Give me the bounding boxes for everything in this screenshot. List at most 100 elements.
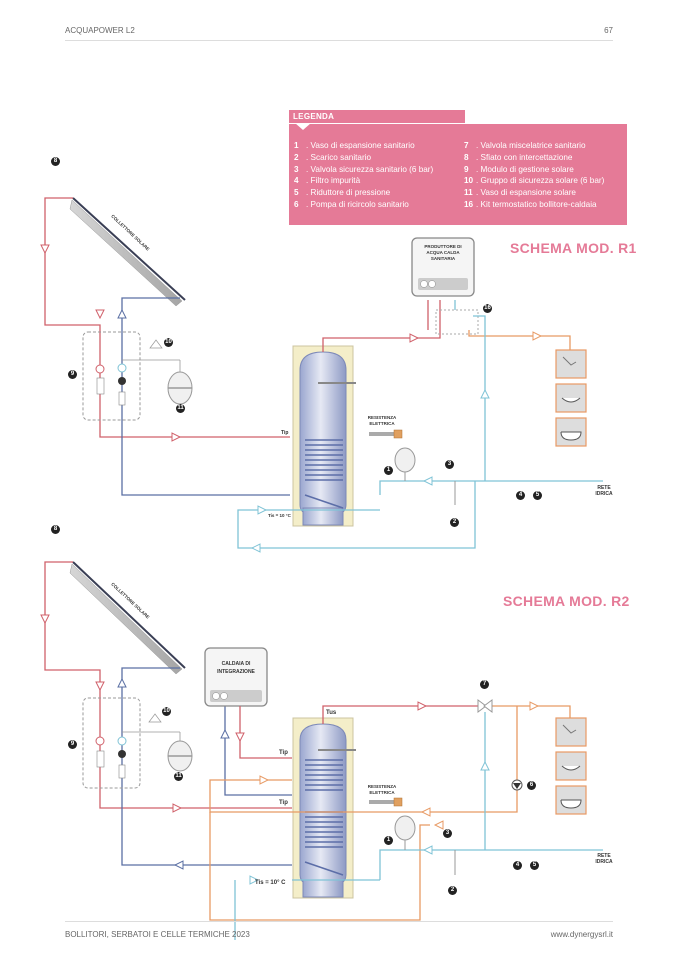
flow-arrow-icon bbox=[95, 681, 105, 692]
flow-meter-icon bbox=[96, 377, 105, 395]
tip-upper-label: Tip bbox=[279, 750, 288, 756]
fixture-bathtub-r2 bbox=[555, 785, 587, 815]
page-header: ACQUAPOWER L2 67 bbox=[65, 26, 613, 41]
dhw-expansion-vessel-r2 bbox=[394, 815, 416, 841]
legend-column-right: 7. Valvola miscelatrice sanitario 8. Sfi… bbox=[464, 140, 604, 211]
flow-regulator-icon bbox=[118, 391, 126, 406]
dhw-hot-pipe-r1 bbox=[322, 300, 441, 352]
legend-item: 16. Kit termostatico bollitore-caldaia bbox=[464, 199, 597, 209]
producer-label: PRODUTTORE DI ACQUA CALDA SANITARIA bbox=[424, 244, 462, 261]
legend-item: 11. Vaso di espansione solare bbox=[464, 188, 576, 198]
legend-item: 7. Valvola miscelatrice sanitario bbox=[464, 141, 586, 150]
resistance-label-r2: RESISTENZA ELETTRICA bbox=[367, 784, 397, 795]
solar-module-box-r1 bbox=[82, 331, 141, 421]
flow-arrow-icon bbox=[480, 388, 490, 399]
footer-left: BOLLITORI, SERBATOI E CELLE TERMICHE 202… bbox=[65, 930, 250, 939]
badge-16-r1: 16 bbox=[483, 304, 492, 313]
storage-tank-r1 bbox=[292, 345, 356, 527]
legend-item: 10. Gruppo di sicurezza solare (6 bar) bbox=[464, 176, 605, 186]
fixture-sink-r1 bbox=[555, 383, 587, 413]
badge-6-r2: 6 bbox=[527, 781, 536, 790]
badge-3-r2: 3 bbox=[443, 829, 452, 838]
resistance-label-r1: RESISTENZA ELETTRICA bbox=[367, 415, 397, 426]
fixture-shower-r1 bbox=[555, 349, 587, 379]
flow-arrow-icon bbox=[409, 333, 420, 343]
thermometer-icon bbox=[117, 736, 127, 746]
flow-arrow-icon bbox=[422, 845, 433, 855]
page-footer: BOLLITORI, SERBATOI E CELLE TERMICHE 202… bbox=[65, 921, 613, 942]
flow-arrow-icon bbox=[171, 432, 182, 442]
badge-11-r1: 11 bbox=[176, 404, 185, 413]
cold-water-pipe-r1 bbox=[237, 300, 603, 549]
badge-2-r2: 2 bbox=[448, 886, 457, 895]
network-label-r2: RETE IDRICA bbox=[595, 853, 613, 865]
legend-item: 1. Vaso di espansione sanitario bbox=[294, 141, 415, 150]
badge-8-r1: 8 bbox=[51, 157, 60, 166]
flow-arrow-icon bbox=[173, 860, 184, 870]
flow-arrow-icon bbox=[249, 875, 260, 885]
badge-1-r2: 1 bbox=[384, 836, 393, 845]
cold-water-pipe-r2 bbox=[234, 712, 603, 940]
legend-box: 1. Vaso di espansione sanitario 2. Scari… bbox=[289, 123, 627, 225]
storage-tank-r2 bbox=[292, 717, 356, 899]
dhw-supply-pipe-r2 bbox=[209, 705, 571, 921]
legend-title: LEGENDA bbox=[289, 110, 465, 123]
schema-r2-title: SCHEMA MOD. R2 bbox=[503, 593, 630, 609]
flow-arrow-icon bbox=[40, 244, 50, 255]
flow-arrow-icon bbox=[433, 820, 444, 830]
legend-notch bbox=[295, 123, 311, 130]
solar-collector-r2 bbox=[69, 561, 186, 675]
solar-flow-pipe-r2 bbox=[44, 561, 292, 809]
flow-arrow-icon bbox=[422, 476, 433, 486]
thermometer-icon bbox=[95, 364, 105, 374]
badge-9-r1: 9 bbox=[68, 370, 77, 379]
solar-collector-r1 bbox=[69, 197, 186, 307]
flow-arrow-icon bbox=[117, 308, 127, 319]
solar-module-box-r2 bbox=[82, 697, 141, 789]
fixture-shower-r2 bbox=[555, 717, 587, 747]
tus-label: Tus bbox=[326, 710, 337, 716]
flow-regulator-icon bbox=[118, 764, 126, 779]
flow-arrow-icon bbox=[172, 803, 183, 813]
legend-item: 4. Filtro impurità bbox=[294, 176, 361, 186]
electric-heater-r2 bbox=[369, 800, 395, 804]
pump-icon bbox=[118, 750, 126, 758]
footer-website-link[interactable]: www.dynergysrl.it bbox=[550, 930, 613, 939]
flow-arrow-icon bbox=[220, 728, 230, 739]
flow-arrow-icon bbox=[117, 677, 127, 688]
badge-7-r2: 7 bbox=[480, 680, 489, 689]
fixture-bathtub-r1 bbox=[555, 417, 587, 447]
flow-arrow-icon bbox=[257, 505, 268, 515]
tis-label-r1: Tis = 10 °C bbox=[268, 513, 291, 518]
electric-heater-r1 bbox=[369, 432, 395, 436]
legend-item: 3. Valvola sicurezza sanitario (6 bar) bbox=[294, 164, 434, 174]
header-title: ACQUAPOWER L2 bbox=[65, 26, 135, 35]
thermometer-icon bbox=[117, 363, 127, 373]
legend-item: 5. Riduttore di pressione bbox=[294, 188, 391, 198]
flow-arrow-icon bbox=[95, 309, 105, 320]
dhw-expansion-vessel-r1 bbox=[394, 447, 416, 473]
badge-8-r2: 8 bbox=[51, 525, 60, 534]
badge-9-r2: 9 bbox=[68, 740, 77, 749]
badge-10-r2: 10 bbox=[162, 707, 171, 716]
solar-return-pipe-r1 bbox=[121, 297, 290, 496]
thermometer-icon bbox=[95, 736, 105, 746]
legend-item: 2. Scarico sanitario bbox=[294, 152, 372, 162]
legend-item: 8. Sfiato con intercettazione bbox=[464, 152, 573, 162]
tip-lower-label: Tip bbox=[279, 800, 288, 806]
badge-5-r1: 5 bbox=[533, 491, 542, 500]
fixture-sink-r2 bbox=[555, 751, 587, 781]
flow-meter-icon bbox=[96, 750, 105, 768]
flow-arrow-icon bbox=[529, 701, 540, 711]
flow-arrow-icon bbox=[250, 543, 261, 553]
schema-r1-diagram bbox=[40, 197, 603, 553]
flow-arrow-icon bbox=[420, 807, 431, 817]
badge-4-r2: 4 bbox=[513, 861, 522, 870]
tip-label-r1: Tip bbox=[281, 430, 289, 436]
schema-r2-diagram bbox=[40, 561, 603, 940]
schema-r1-title: SCHEMA MOD. R1 bbox=[510, 240, 637, 256]
flow-arrow-icon bbox=[259, 775, 270, 785]
badge-10-r1: 10 bbox=[164, 338, 173, 347]
flow-arrow-icon bbox=[40, 614, 50, 625]
tis-label-r2: Tis = 10° C bbox=[255, 880, 286, 886]
